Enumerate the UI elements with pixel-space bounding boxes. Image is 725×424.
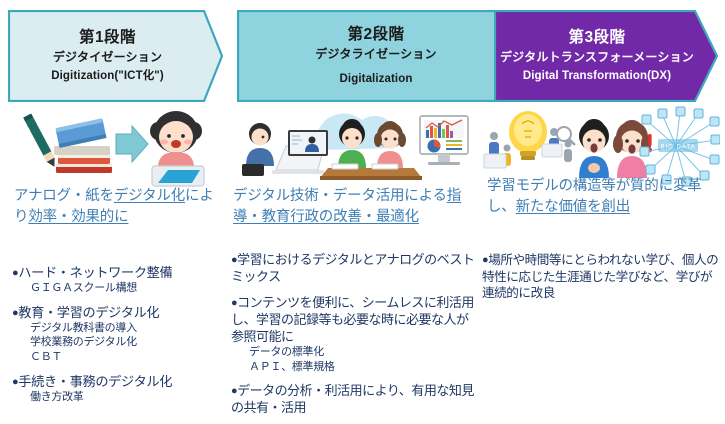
svg-text:BIG DATA: BIG DATA [660,145,695,151]
stage-2-kana: デジタライゼーション [315,47,437,62]
bullet-lead: ●データの分析・利活用により、有用な知見の共有・活用 [231,383,475,417]
stage-3-banner-text: 第3段階 デジタルトランスフォーメーション Digital Transforma… [494,10,718,102]
stage-3-banner-shape [494,10,718,102]
stage-2-headline: デジタル技術・データ活用による指導・教育行政の改善・最適化 [233,188,462,225]
lightbulb-people-bigdata-network-icon: BIG DATA [483,106,720,187]
bullet-lead-text: 教育・学習のデジタル化 [18,305,160,321]
bullet-sub-item: ＧＩＧＡスクール構想 [30,282,137,295]
bullet-lead-text: 手続き・事務のデジタル化 [18,373,173,389]
bullet-dot-icon: ● [12,375,19,388]
bullet-lead-text: 学習におけるデジタルとアナログのベストミックス [231,252,475,284]
stage-2-label: 第2段階 [347,26,405,44]
bullet-lead-text: 場所や時間等にとらわれない学び、個人の特性に応じた生涯通じた学びなど、学びが連続… [482,253,719,301]
stage-2-banner[interactable]: 第2段階 デジタライゼーション Digitalization [237,10,537,102]
bullet-lead: ●コンテンツを便利に、シームレスに利活用し、学習の記録等も必要な時に必要な人が参… [231,295,475,346]
bullet-lead: ●学習におけるデジタルとアナログのベストミックス [231,252,475,286]
stage-1-banner[interactable]: 第1段階 デジタイゼーション Digitization("ICT化") [8,10,223,102]
bullet-lead-text: ハード・ネットワーク整備 [18,265,173,280]
bullet-group: ●データの分析・利活用により、有用な知見の共有・活用 [231,383,475,417]
bullet-group: ●場所や時間等にとらわれない学び、個人の特性に応じた生涯通じた学びなど、学びが連… [482,252,722,302]
bullet-lead: ●教育・学習のデジタル化 [12,304,227,321]
stage-2-english: Digitalization [339,72,413,85]
stage-2-illustration [232,106,472,188]
bullet-group: ●手続き・事務のデジタル化働き方改革 [12,373,227,404]
bullet-lead: ●ハード・ネットワーク整備 [12,264,227,281]
stage-3-kana: デジタルトランスフォーメーション [499,50,694,65]
bullet-lead-text: コンテンツを便利に、シームレスに利活用し、学習の記録等も必要な時に必要な人が参照… [231,294,474,344]
bullet-sub-item: 学校業務のデジタル化 [30,336,137,349]
bullet-dot-icon: ● [231,384,238,397]
stage-1-english: Digitization("ICT化") [51,69,164,82]
bullet-lead-text: データの分析・利活用により、有用な知見の共有・活用 [231,382,474,415]
bullet-sub-item: デジタル教科書の導入 [30,322,137,335]
stage-1-kana: デジタイゼーション [52,50,163,65]
stage-3-illustration: BIG DATA [480,106,720,188]
stage-2-banner-text: 第2段階 デジタライゼーション Digitalization [237,10,537,102]
bullet-lead: ●場所や時間等にとらわれない学び、個人の特性に応じた生涯通じた学びなど、学びが連… [482,252,722,302]
stage-1-banner-text: 第1段階 デジタイゼーション Digitization("ICT化") [8,10,223,102]
bullet-group: ●学習におけるデジタルとアナログのベストミックス [231,252,475,286]
online-class-students-chart-icon [242,113,469,180]
bullet-lead: ●手続き・事務のデジタル化 [12,373,227,390]
bullet-sub-item: 働き方改革 [30,390,84,403]
stage-1-illustration [8,106,223,188]
bullet-sub-item: ＣＢＴ [30,350,63,363]
stage-1-label: 第1段階 [78,29,137,47]
pencil-books-arrow-girl-tablet-icon [23,111,205,187]
bullet-dot-icon: ● [231,296,238,309]
bullet-dot-icon: ● [231,254,238,266]
bullet-sub-item: データの標準化 [249,346,324,359]
bullet-dot-icon: ● [482,254,489,266]
bullet-group: ●コンテンツを便利に、シームレスに利活用し、学習の記録等も必要な時に必要な人が参… [231,295,475,374]
bullet-dot-icon: ● [12,267,19,279]
stage-2-bullet-list: ●学習におけるデジタルとアナログのベストミックス●コンテンツを便利に、シームレス… [231,252,475,416]
stage-3-banner[interactable]: 第3段階 デジタルトランスフォーメーション Digital Transforma… [494,10,718,102]
stage-1-banner-shape [8,10,223,102]
stage-3-headline: 学習モデルの構造等が質的に変革し、新たな価値を創出 [487,178,702,215]
bullet-dot-icon: ● [12,307,19,320]
stage-1-headline: アナログ・紙をデジタル化により効率・効果的に [14,188,214,225]
stage-3-label: 第3段階 [568,29,626,47]
bullet-sub-item: ＡＰＩ、標準規格 [249,360,335,373]
stage-3-bullet-list: ●場所や時間等にとらわれない学び、個人の特性に応じた生涯通じた学びなど、学びが連… [482,252,722,302]
stage-3-english: Digital Transformation(DX) [522,69,672,82]
